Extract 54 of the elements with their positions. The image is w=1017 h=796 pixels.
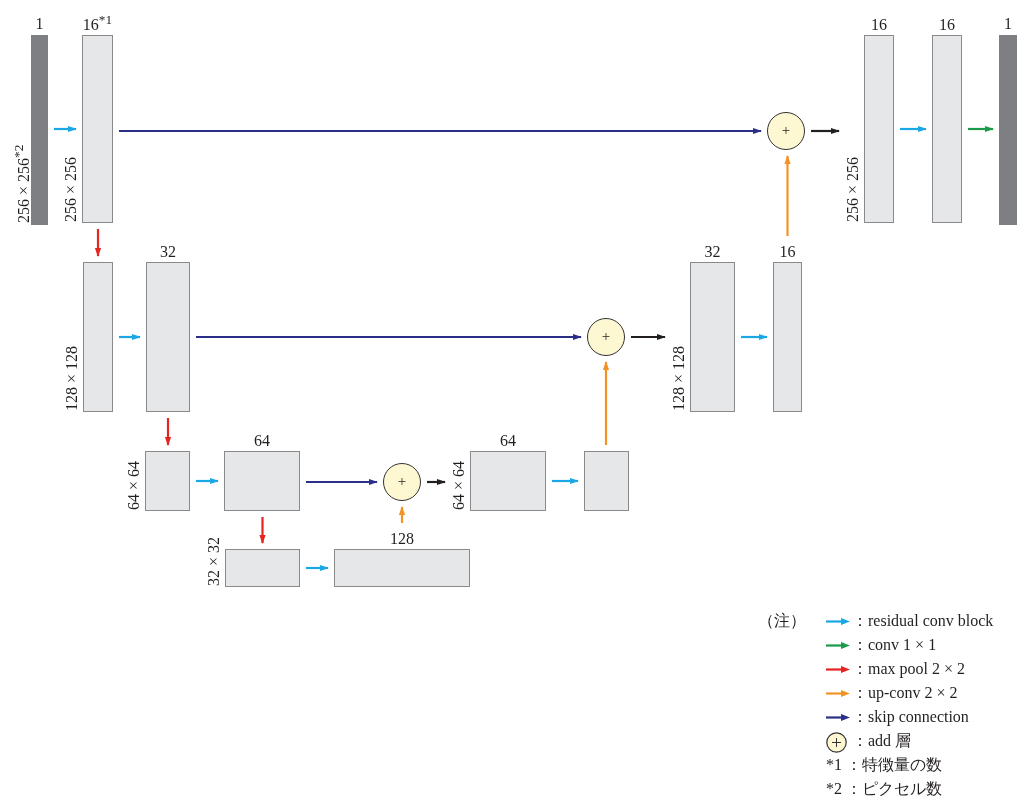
arrow <box>602 361 610 445</box>
add-circle <box>383 463 421 501</box>
channel-count: 1 <box>1004 15 1012 33</box>
arrow <box>427 478 446 486</box>
channel-count: 1 <box>35 15 44 33</box>
legend-label: ：skip connection <box>852 707 969 727</box>
legend-label: ：up-conv 2 × 2 <box>852 683 958 703</box>
arrow <box>900 125 927 133</box>
arrow <box>306 564 329 572</box>
channel-count: 16 <box>871 16 887 34</box>
add-circle <box>767 112 805 150</box>
size-label: 128 × 128 <box>670 345 688 411</box>
arrow <box>54 125 77 133</box>
arrow <box>259 517 266 544</box>
arrow <box>306 478 378 486</box>
arrow <box>398 506 406 523</box>
arrow <box>552 477 579 485</box>
channel-count: 16 <box>779 243 796 261</box>
legend-label: ：conv 1 × 1 <box>852 635 937 655</box>
footnote: *2 ：ピクセル数 <box>826 779 942 796</box>
legend-label: ：add 層 <box>852 731 912 751</box>
plus-sign: + <box>397 474 407 490</box>
legend-label: ：residual conv block <box>852 611 994 631</box>
plus-sign: + <box>781 123 791 139</box>
size-label: 64 × 64 <box>125 460 143 510</box>
channel-count: 128 <box>390 530 414 548</box>
arrow <box>196 477 219 485</box>
channel-count: 32 <box>160 243 176 261</box>
add-circle <box>587 318 625 356</box>
size-label: 256 × 256 <box>844 156 862 222</box>
size-label: 64 × 64 <box>450 460 468 510</box>
channel-count: 32 <box>704 243 721 261</box>
size-label: 256 × 256 <box>62 156 80 222</box>
arrow <box>164 418 172 446</box>
channel-count: 64 <box>254 432 270 450</box>
arrow <box>119 333 141 341</box>
arrow <box>94 229 102 257</box>
size-label: 128 × 128 <box>63 345 81 411</box>
footnote: *1 ：特徴量の数 <box>826 755 942 775</box>
feature-map-box <box>584 451 629 511</box>
arrow <box>968 125 994 133</box>
arrow <box>784 155 791 236</box>
channel-count: 16$^{*1}$ <box>82 10 113 34</box>
arrow <box>196 333 582 341</box>
arrow <box>119 127 762 135</box>
plus-sign: + <box>601 329 611 345</box>
channel-count: 16 <box>939 16 955 34</box>
arrow <box>811 127 840 135</box>
size-label: 32 × 32 <box>205 536 223 586</box>
legend-label: ：max pool 2 × 2 <box>852 659 965 679</box>
note-heading: （注） <box>758 611 806 631</box>
arrow <box>631 333 666 341</box>
channel-count: 64 <box>500 432 516 450</box>
arrow <box>741 333 768 341</box>
